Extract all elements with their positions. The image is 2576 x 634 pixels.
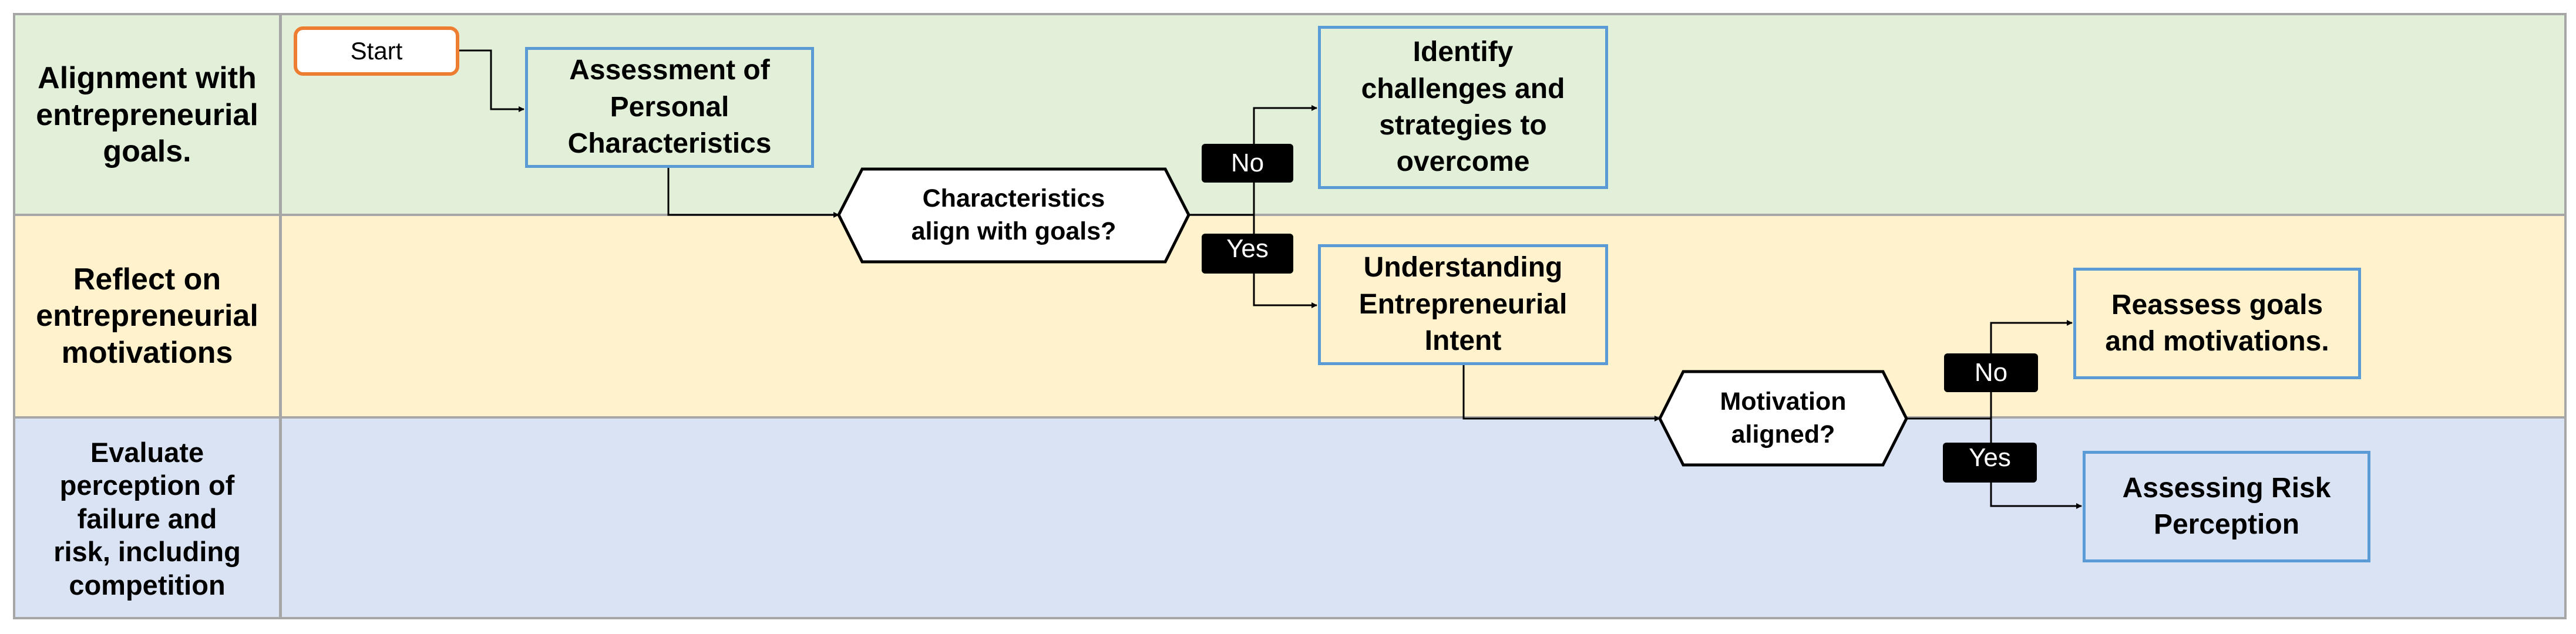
edge-label-yes: Yes [1202, 234, 1293, 274]
lane-label-risk: Evaluate perception of failure and risk,… [53, 437, 241, 601]
edge-start-to-assessment [459, 49, 524, 112]
lane-divider [13, 416, 2567, 419]
edge-assessment-to-decision [667, 168, 839, 218]
lane-label-alignment: Alignment with entrepreneurial goals. [36, 61, 258, 169]
edge-label-no: No [1202, 144, 1293, 183]
start-node[interactable]: Start [294, 26, 459, 76]
node-reassess-goals[interactable]: Reassess goals and motivations. [2073, 268, 2361, 379]
node-identify-challenges[interactable]: Identify challenges and strategies to ov… [1318, 26, 1608, 189]
edge-label-no: No [1944, 353, 2038, 392]
decision-motivation-label[interactable]: Motivation aligned? [1720, 387, 1847, 448]
decision-shape-motivation [1658, 370, 1908, 467]
lane-label-motivations: Reflect on entrepreneurial motivations [36, 262, 258, 370]
edge-understanding-to-decision [1462, 364, 1660, 421]
lane-divider [13, 214, 2567, 216]
lane-header-divider [279, 13, 282, 619]
decision-shape-characteristics [837, 167, 1191, 264]
decision-characteristics-label[interactable]: Characteristics align with goals? [911, 184, 1117, 245]
node-understanding-intent[interactable]: Understanding Entrepreneurial Intent [1318, 244, 1608, 365]
edge-label-yes: Yes [1943, 443, 2037, 483]
node-assessment-personal-characteristics[interactable]: Assessment of Personal Characteristics [525, 47, 814, 168]
node-assessing-risk[interactable]: Assessing Risk Perception [2083, 451, 2370, 562]
